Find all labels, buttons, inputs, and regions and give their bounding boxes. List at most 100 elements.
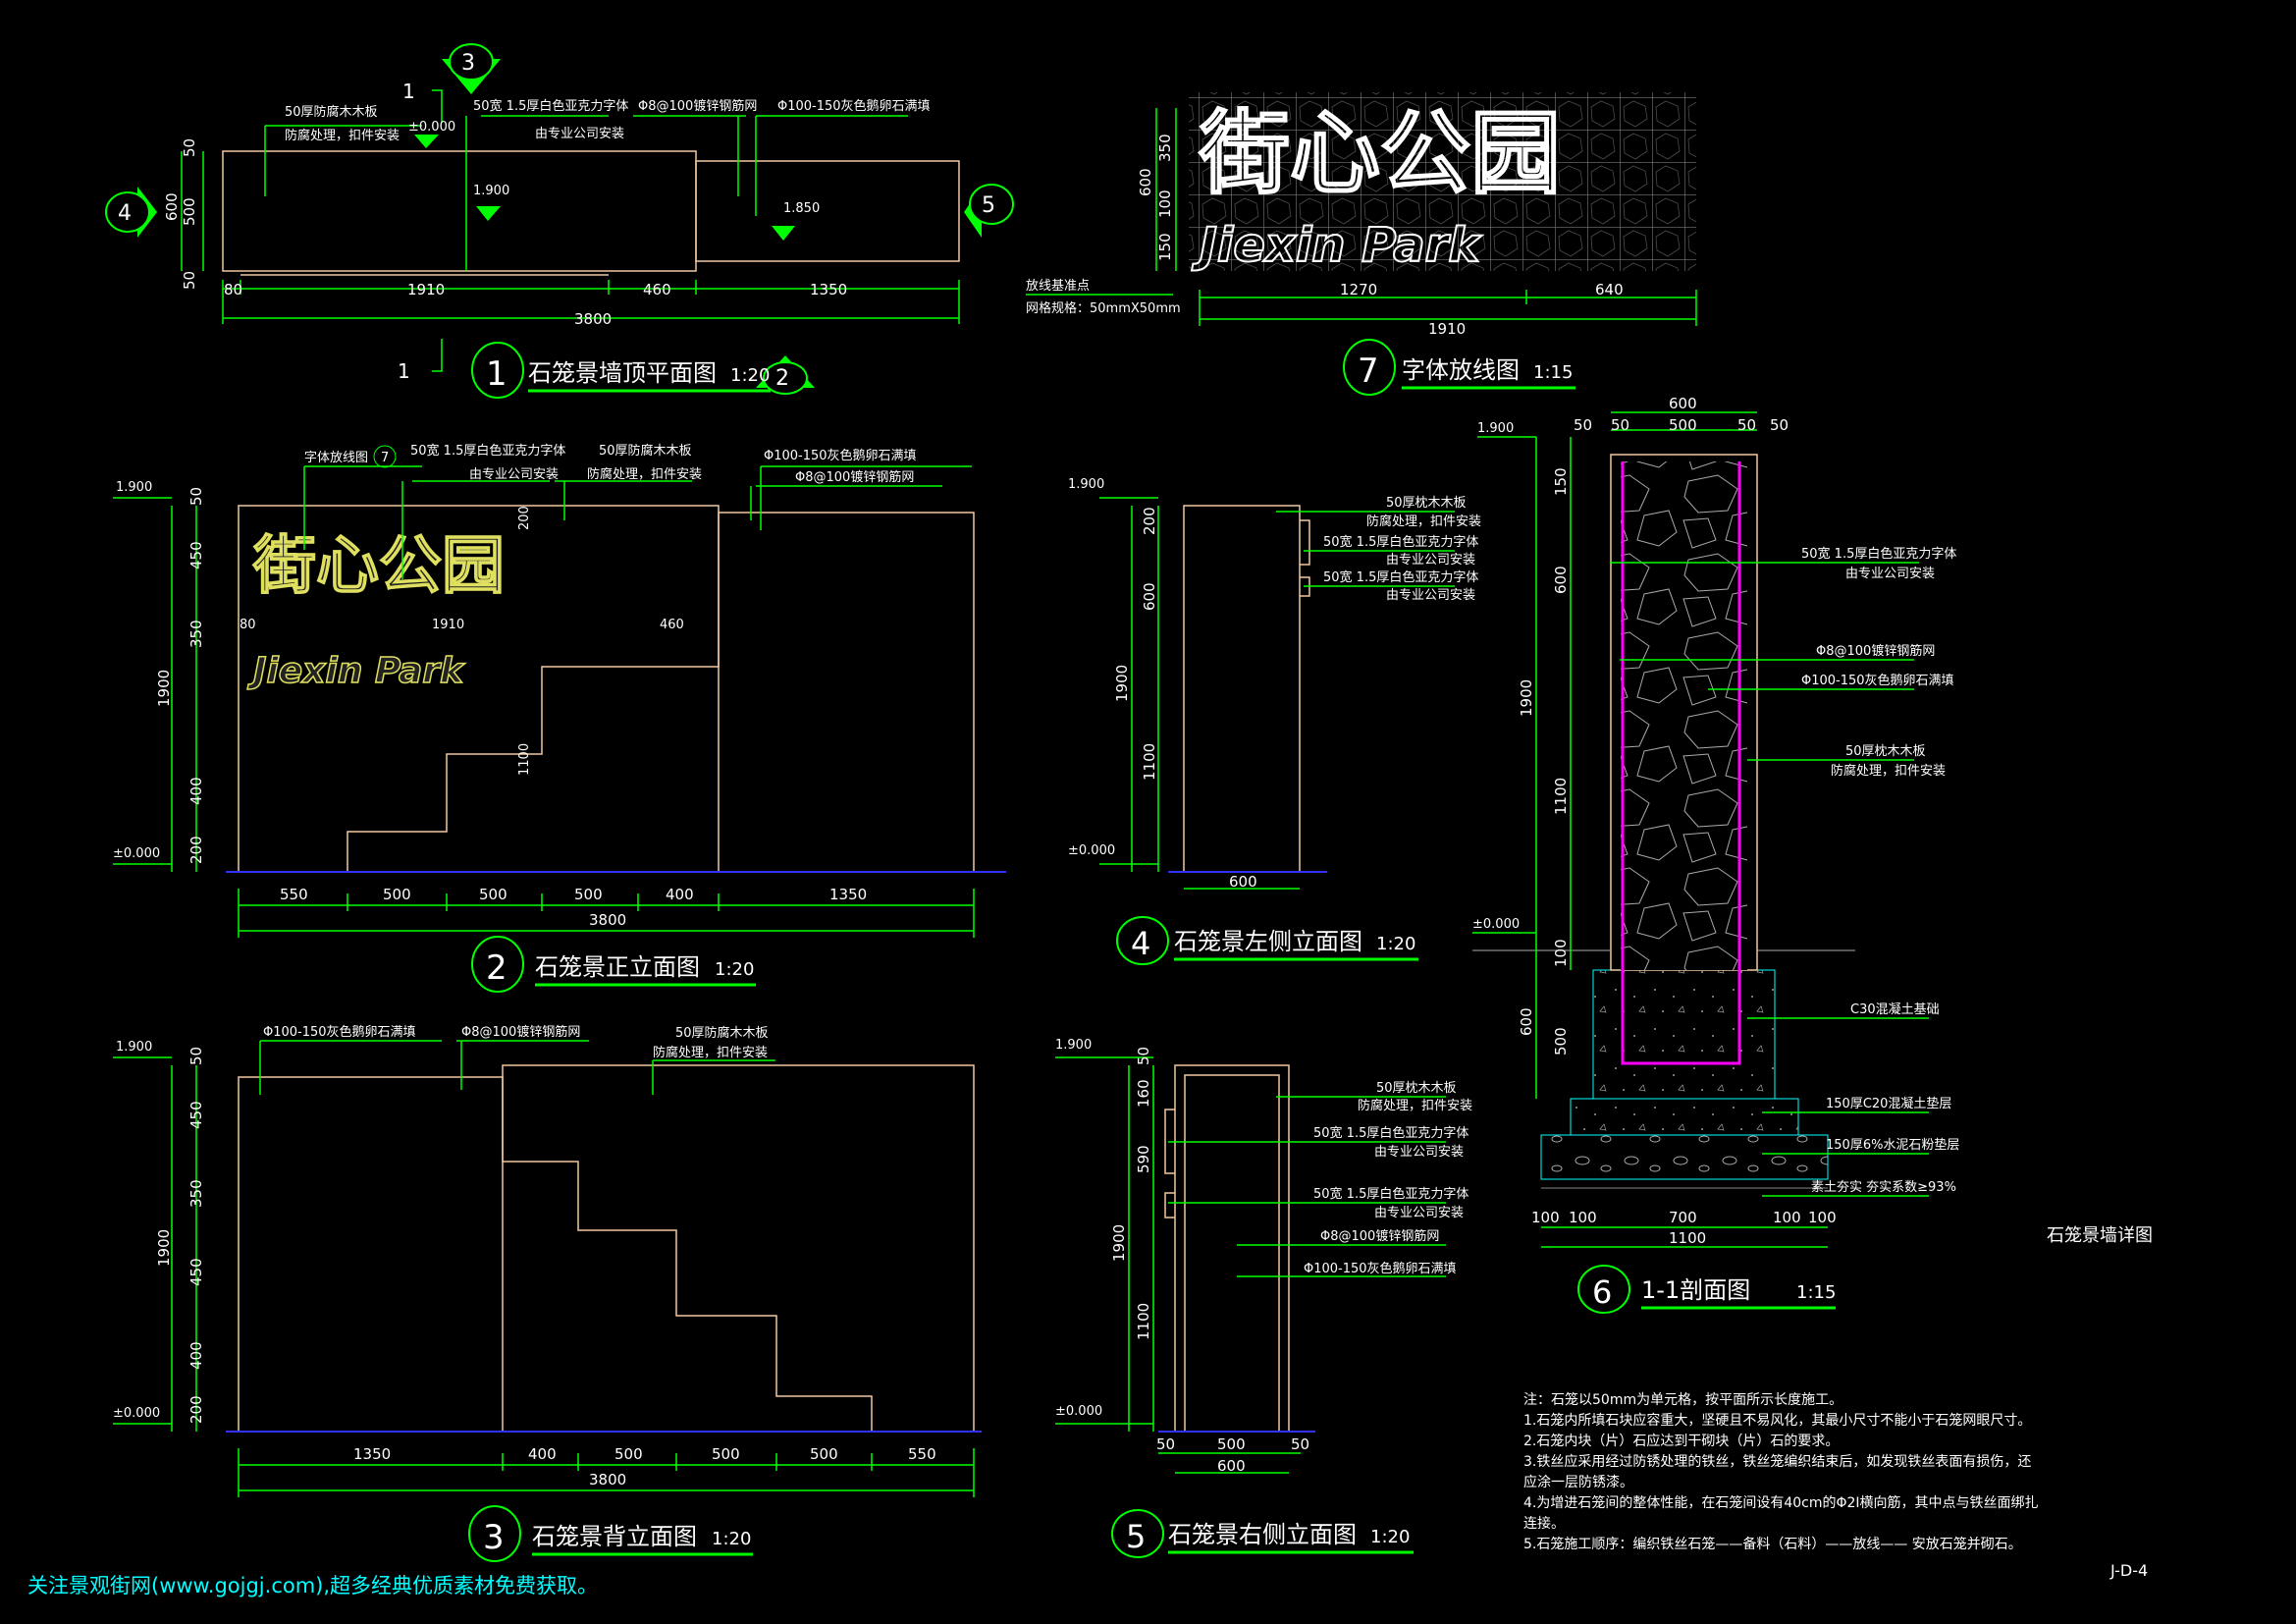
notes-1: 1.石笼内所填石块应容重大，坚硬且不易风化，其最小尺寸不能小于石笼网眼尺寸。	[1523, 1412, 2031, 1429]
view3-ann_wood-1: 防腐处理，扣件安装	[653, 1045, 768, 1060]
footer-promo: 关注景观街网(www.gojgj.com),超多经典优质素材免费获取。	[27, 1574, 598, 1597]
view3-dims_h-5: 550	[908, 1445, 936, 1463]
view6-dim_top_total: 600	[1669, 395, 1697, 412]
view5-dims_h-0: 50	[1156, 1435, 1175, 1453]
view1-dims_v-1: 600	[163, 192, 181, 221]
view6-ann-1-0: Φ8@100镀锌钢筋网	[1816, 643, 1935, 659]
view5-ann-0-0: 50厚枕木木板	[1376, 1081, 1457, 1096]
view5-ann-2-0: 50宽 1.5厚白色亚克力字体	[1313, 1186, 1468, 1202]
view6-level_0: ±0.000	[1472, 917, 1520, 932]
section-label: 1	[402, 80, 415, 103]
view2-dims_h-4: 400	[666, 886, 694, 903]
view6-dims_top-2: 500	[1669, 416, 1697, 434]
view6-ann-4-0: C30混凝土基础	[1850, 1001, 1940, 1017]
view1-title: 石笼景墙顶平面图	[528, 359, 717, 387]
view4-ann-1-1: 由专业公司安装	[1386, 553, 1475, 568]
view3-level_1: 1.900	[116, 1040, 152, 1055]
view4-dim_w: 600	[1229, 873, 1257, 891]
view6-dims_bottom-2: 700	[1669, 1209, 1697, 1226]
view5-level_1: 1.900	[1055, 1038, 1092, 1053]
view5-ann-1-1: 由专业公司安装	[1374, 1145, 1464, 1160]
view2-ann_layout_mark: 7	[381, 451, 389, 465]
view6-ann-0-1: 由专业公司安装	[1845, 567, 1935, 581]
sign-text-en: Jiexin Park	[247, 651, 465, 691]
view6-dims_bottom-3: 100	[1773, 1209, 1801, 1226]
view6-num: 6	[1592, 1273, 1612, 1311]
sign-text-en: Jiexin Park	[1192, 218, 1482, 273]
view7-dims_v-3: 150	[1156, 233, 1174, 261]
view5-level_0: ±0.000	[1055, 1404, 1102, 1419]
view6-dims_top-1: 50	[1611, 416, 1629, 434]
view2-dims_h-5: 1350	[829, 886, 867, 903]
view1-dims_h-0: 80	[224, 281, 242, 298]
view1-title: 1 石笼景墙顶平面图 1:20	[471, 342, 771, 399]
view5-scale: 1:20	[1370, 1527, 1410, 1547]
view6-title: 1-1剖面图	[1641, 1276, 1750, 1304]
view2-inner-1: 1910	[432, 618, 464, 632]
view6-dims_v-5: 600	[1518, 1007, 1535, 1036]
view6-dims_v-6: 500	[1552, 1027, 1570, 1056]
view6-dims_top-0: 50	[1574, 416, 1592, 434]
view3-dims_h-1: 400	[528, 1445, 557, 1463]
view3-ann_stone: Φ100-150灰色鹅卵石满填	[263, 1024, 416, 1040]
view5-num: 5	[1126, 1518, 1146, 1555]
view1-num: 1	[486, 354, 507, 394]
view5-dims_v-0: 50	[1135, 1047, 1152, 1065]
view3-dims_v-2: 350	[187, 1179, 205, 1208]
view6-ann-5-0: 150厚C20混凝土垫层	[1826, 1096, 1951, 1111]
annotation: 由专业公司安装	[535, 127, 624, 141]
view3-title: 3 石笼景背立面图 1:20	[468, 1505, 753, 1562]
view2-dims_v-4: 400	[187, 777, 205, 805]
view7-dim_total: 1910	[1428, 320, 1466, 338]
view6-ann-3-1: 防腐处理，扣件安装	[1831, 763, 1946, 779]
annotation: Φ8@100镀锌钢筋网	[638, 98, 757, 114]
view3-dims_v-3: 1900	[155, 1229, 173, 1267]
view2-dims_h-0: 550	[280, 886, 308, 903]
view7-title: 字体放线图	[1402, 356, 1520, 384]
view2-inner-2: 460	[660, 618, 684, 632]
view2-dims_h-1: 500	[383, 886, 411, 903]
view2-dims_v-5: 200	[187, 836, 205, 864]
view1-dims_h-3: 1350	[810, 281, 847, 298]
view5-dims_v-3: 1900	[1110, 1224, 1128, 1262]
construction-notes: 注：石笼以50mm为单元格，按平面所示长度施工。 1.石笼内所填石块应容重大，坚…	[1523, 1391, 2039, 1552]
notes-3: 3.铁丝应采用经过防锈处理的铁丝，铁丝笼编织结束后，如发现铁丝表面有损伤，还	[1523, 1453, 2031, 1470]
view1-dims_v-0: 50	[181, 138, 198, 157]
view1-marks-1: 4	[118, 201, 132, 226]
view2-ann_font-1: 由专业公司安装	[469, 467, 559, 482]
level-mark: ±0.000	[408, 120, 455, 135]
view3-dims_h-3: 500	[712, 1445, 740, 1463]
view6-dims_top-3: 50	[1737, 416, 1756, 434]
view3-dims_h-0: 1350	[353, 1445, 391, 1463]
notes-6: 连接。	[1523, 1515, 1565, 1532]
view7-ann-0: 放线基准点	[1026, 279, 1090, 294]
view6-dims_v-0: 150	[1552, 467, 1570, 496]
view4-ann-2-1: 由专业公司安装	[1386, 588, 1475, 603]
view5-ann_mesh: Φ8@100镀锌钢筋网	[1320, 1228, 1439, 1244]
view1-marks-2: 5	[982, 193, 995, 218]
view5-ann-2-1: 由专业公司安装	[1374, 1206, 1464, 1220]
view4-ann-1-0: 50宽 1.5厚白色亚克力字体	[1323, 534, 1478, 550]
view5-dims_v-1: 160	[1135, 1079, 1152, 1108]
view1-dims_v-2: 500	[181, 197, 198, 226]
section-mark-4: 4	[105, 187, 157, 238]
view1-plan: 3 4 5 2 1 1 50厚防腐木木板 防腐处理，扣件安装 50宽 1.5厚白…	[105, 43, 1014, 399]
view2-ann_layout: 字体放线图	[304, 451, 368, 465]
view3-ann_wood-0: 50厚防腐木木板	[675, 1025, 769, 1041]
view5-dim_total: 600	[1217, 1457, 1246, 1475]
view5-ann_stone: Φ100-150灰色鹅卵石满填	[1304, 1261, 1457, 1276]
view2-dims_v-1: 450	[187, 541, 205, 569]
view5-dims_v-2: 590	[1135, 1145, 1152, 1173]
view3-dims_h-4: 500	[810, 1445, 838, 1463]
view7-dims_h-1: 640	[1595, 281, 1624, 298]
view2-dims_v-2: 350	[187, 620, 205, 648]
view2-ann_wood-1: 防腐处理，扣件安装	[587, 466, 702, 482]
view6-dims_v-1: 600	[1552, 566, 1570, 594]
view6-dims_bottom-0: 100	[1531, 1209, 1560, 1226]
view7-ann-1: 网格规格：50mmX50mm	[1026, 300, 1181, 316]
notes-7: 5.石笼施工顺序：编织铁丝石笼——备料（石料）——放线—— 安放石笼并砌石。	[1523, 1536, 2022, 1552]
view3-level_0: ±0.000	[113, 1406, 160, 1421]
view2-level_0: ±0.000	[113, 846, 160, 861]
